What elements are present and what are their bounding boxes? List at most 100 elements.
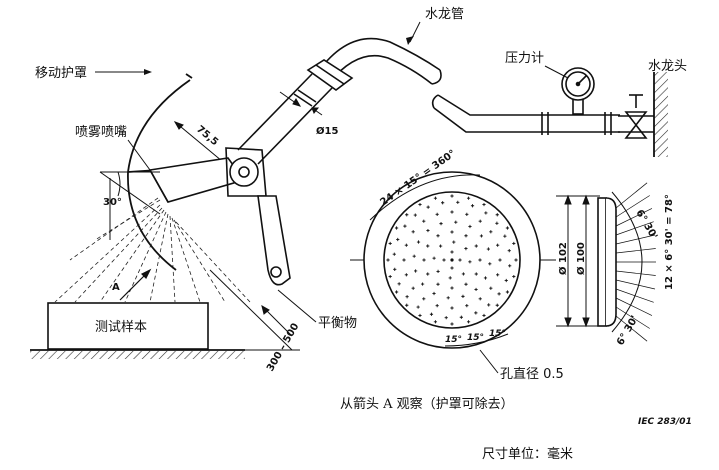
segment-angle-label-2: 15° bbox=[467, 333, 484, 343]
side-ray bbox=[615, 195, 650, 218]
spray-hole bbox=[505, 226, 510, 230]
spray-arm-pipe bbox=[237, 73, 333, 165]
spray-hole bbox=[404, 243, 408, 247]
spray-hole bbox=[393, 267, 397, 271]
spray-hole bbox=[405, 213, 409, 217]
spray-hole bbox=[388, 241, 392, 246]
spray-holes bbox=[386, 194, 518, 326]
nozzle-front-view bbox=[350, 171, 556, 349]
spray-hole bbox=[444, 316, 448, 320]
water-pipe-label: 水龙管 bbox=[425, 7, 464, 22]
spray-hole bbox=[420, 282, 425, 286]
spray-hole bbox=[426, 228, 430, 233]
spray-hole bbox=[508, 264, 512, 268]
spray-hole bbox=[386, 258, 390, 262]
spray-hole bbox=[466, 196, 471, 200]
spray-hole bbox=[465, 212, 469, 216]
spray-hole bbox=[495, 303, 499, 307]
test-sample bbox=[30, 302, 245, 359]
side-angle-arc bbox=[611, 191, 643, 333]
spray-hole bbox=[450, 286, 454, 290]
view-arrow-a-label: A bbox=[112, 282, 120, 293]
spray-hole bbox=[450, 230, 454, 234]
spray-hole bbox=[432, 291, 436, 296]
spray-hole bbox=[404, 273, 408, 277]
spray-hole bbox=[465, 304, 469, 308]
diameter-100-label: Ø 100 bbox=[575, 242, 587, 275]
spray-hole bbox=[479, 234, 484, 238]
spray-hole bbox=[448, 276, 452, 280]
spray-hole bbox=[489, 230, 493, 234]
spray-hole bbox=[495, 213, 499, 217]
spray-hole bbox=[459, 315, 463, 319]
test-sample-label: 测试样本 bbox=[95, 320, 147, 335]
spray-hole bbox=[441, 201, 445, 205]
unit-note: 尺寸单位：毫米 bbox=[482, 446, 573, 462]
moving-guard-label: 移动护罩 bbox=[35, 66, 87, 81]
spray-hole bbox=[454, 220, 458, 224]
spray-hole bbox=[486, 247, 490, 251]
water-pipe-hose bbox=[317, 37, 442, 85]
spray-hole bbox=[464, 234, 468, 238]
spray-hole bbox=[512, 274, 516, 279]
spray-hole bbox=[422, 297, 426, 301]
spray-hole bbox=[414, 269, 418, 273]
spray-hole bbox=[426, 205, 430, 209]
spray-hole bbox=[470, 204, 475, 208]
spray-hole bbox=[413, 213, 417, 217]
spray-hole bbox=[450, 306, 454, 310]
spray-hole bbox=[482, 202, 486, 207]
pressure-gauge-icon bbox=[561, 67, 595, 115]
spray-hole bbox=[426, 244, 430, 248]
spray-hole bbox=[418, 313, 422, 318]
pressure-gauge-label: 压力计 bbox=[505, 51, 544, 66]
side-ray bbox=[615, 306, 650, 329]
counterweight-label: 平衡物 bbox=[318, 316, 357, 331]
spray-hole bbox=[478, 219, 482, 223]
view-caption: 从箭头 A 观察（护罩可除去） bbox=[340, 396, 514, 412]
diameter-102-label: Ø 102 bbox=[557, 242, 569, 275]
side-angle-78-label: 12 × 6° 30' = 78° bbox=[664, 194, 675, 290]
spray-hole bbox=[458, 258, 462, 262]
spray-hole bbox=[468, 224, 472, 229]
spray-hole bbox=[514, 258, 518, 262]
holes-angle-dimension bbox=[369, 174, 481, 221]
spray-hole bbox=[474, 244, 478, 248]
iec-code: IEC 283/01 bbox=[638, 417, 692, 427]
spray-hole bbox=[488, 262, 492, 266]
spray-hole bbox=[418, 202, 422, 207]
spray-hole bbox=[397, 282, 401, 286]
spray-nozzle-label: 喷雾喷嘴 bbox=[75, 125, 127, 140]
spray-hole bbox=[394, 226, 399, 230]
spray-hole bbox=[461, 272, 465, 276]
spray-hole bbox=[411, 230, 415, 234]
spray-hole bbox=[435, 212, 439, 216]
spray-hole bbox=[484, 211, 488, 215]
spray-hole bbox=[482, 313, 486, 318]
spray-hole bbox=[433, 196, 438, 200]
spray-hole bbox=[452, 240, 456, 244]
view-arrow-a bbox=[119, 268, 152, 301]
spray-hole bbox=[505, 290, 510, 294]
spray-hole bbox=[464, 247, 468, 251]
spray-hole bbox=[429, 312, 434, 316]
spray-hole bbox=[392, 252, 396, 256]
faucet-icon bbox=[618, 94, 654, 139]
spray-hole bbox=[450, 266, 454, 270]
faucet-label: 水龙头 bbox=[648, 59, 687, 74]
side-ray bbox=[615, 279, 656, 290]
spray-hole bbox=[446, 296, 450, 300]
segment-angle-dimension bbox=[444, 333, 509, 347]
spray-hole bbox=[487, 303, 491, 307]
spray-hole bbox=[439, 222, 443, 226]
side-ray bbox=[615, 270, 656, 276]
spray-hole bbox=[411, 286, 415, 290]
spray-hole bbox=[432, 256, 436, 260]
spray-hole bbox=[396, 237, 400, 242]
wall bbox=[653, 72, 668, 157]
nozzle-side-view bbox=[597, 197, 617, 327]
spray-hole bbox=[416, 240, 421, 244]
spray-hole bbox=[442, 258, 446, 262]
pipe-fitting bbox=[306, 59, 354, 91]
